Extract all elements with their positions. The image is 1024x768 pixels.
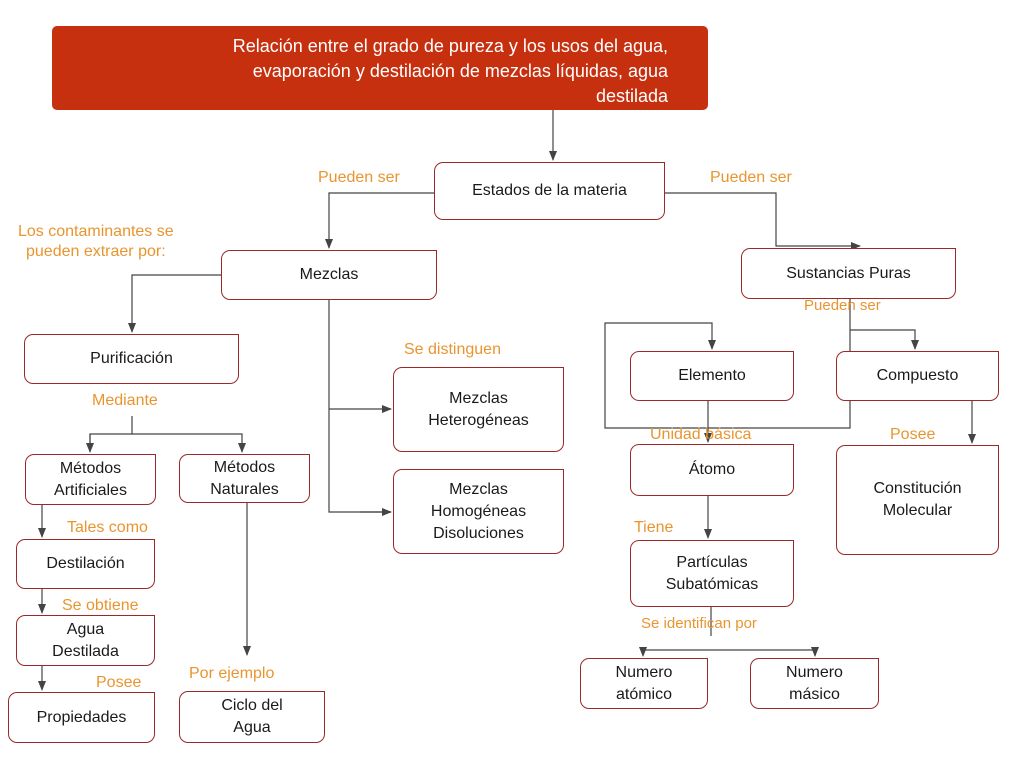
node-propiedades: Propiedades bbox=[8, 692, 155, 743]
label-se-distinguen: Se distinguen bbox=[404, 341, 501, 358]
connector-mezclas-purificacion bbox=[128, 274, 221, 333]
connector-mezclas-tipos bbox=[328, 300, 391, 513]
connector-estados-mezclas bbox=[325, 192, 434, 249]
node-destilacion: Destilación bbox=[16, 539, 155, 589]
node-particulas-subatomicas: Partículas Subatómicas bbox=[630, 540, 794, 607]
label-unidad-basica: Unidad básica bbox=[650, 426, 752, 443]
connector-numero-masico bbox=[711, 647, 819, 657]
node-purificacion: Purificación bbox=[24, 334, 239, 384]
node-agua-destilada: Agua Destilada bbox=[16, 615, 155, 666]
connector-sustancias-compuesto bbox=[850, 329, 919, 350]
connector-sustancias-elemento bbox=[604, 299, 851, 429]
node-estados-materia: Estados de la materia bbox=[434, 162, 665, 220]
node-compuesto: Compuesto bbox=[836, 351, 999, 401]
label-tales-como: Tales como bbox=[67, 519, 148, 536]
label-por-ejemplo: Por ejemplo bbox=[189, 665, 275, 682]
node-mezclas: Mezclas bbox=[221, 250, 437, 300]
node-numero-masico: Numero másico bbox=[750, 658, 879, 709]
node-mezclas-homogeneas: Mezclas Homogéneas Disoluciones bbox=[393, 469, 564, 554]
label-contaminantes: Los contaminantes se pueden extraer por: bbox=[18, 223, 174, 260]
label-pueden-ser-right: Pueden ser bbox=[710, 169, 792, 186]
label-mediante: Mediante bbox=[92, 392, 158, 409]
node-constitucion-molecular: Constitución Molecular bbox=[836, 445, 999, 555]
node-metodos-artificiales: Métodos Artificiales bbox=[25, 454, 156, 505]
connector-numero-atomico bbox=[639, 647, 711, 657]
label-se-obtiene: Se obtiene bbox=[62, 597, 139, 614]
node-numero-atomico: Numero atómico bbox=[580, 658, 708, 709]
node-elemento: Elemento bbox=[630, 351, 794, 401]
label-posee-right: Posee bbox=[890, 426, 936, 443]
label-pueden-ser-small: Pueden ser bbox=[804, 297, 881, 314]
connector-estados-sustancias bbox=[665, 192, 861, 250]
node-metodos-naturales: Métodos Naturales bbox=[179, 454, 310, 503]
connector-metodo-natural bbox=[132, 433, 246, 453]
node-mezclas-heterogeneas: Mezclas Heterogéneas bbox=[393, 367, 564, 452]
node-ciclo-agua: Ciclo del Agua bbox=[179, 691, 325, 743]
label-se-identifican: Se identifican por bbox=[641, 615, 757, 632]
label-posee-left: Posee bbox=[96, 674, 142, 691]
connector-purificacion-metodos bbox=[89, 416, 133, 451]
node-atomo: Átomo bbox=[630, 444, 794, 496]
diagram-title: Relación entre el grado de pureza y los … bbox=[52, 26, 708, 110]
label-tiene: Tiene bbox=[634, 519, 674, 536]
node-sustancias-puras: Sustancias Puras bbox=[741, 248, 956, 299]
label-pueden-ser-left: Pueden ser bbox=[318, 169, 400, 186]
